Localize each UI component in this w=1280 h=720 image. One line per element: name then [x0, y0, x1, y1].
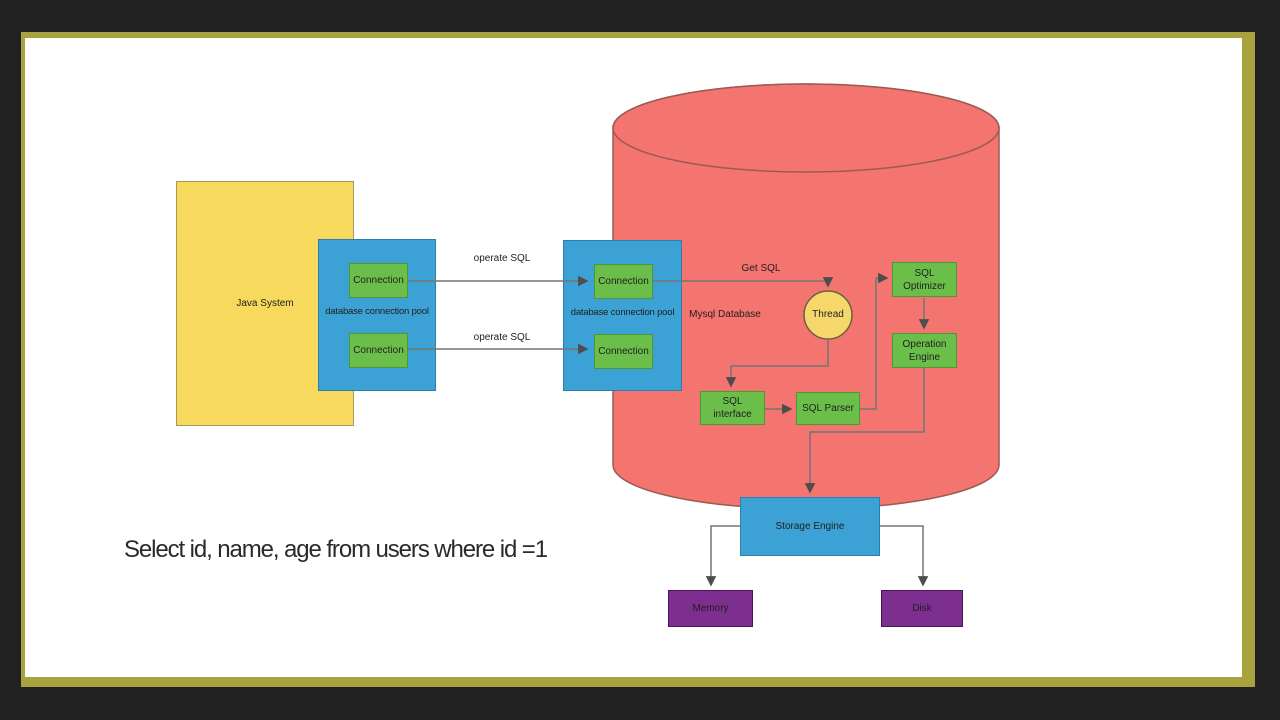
connection-box-1b: Connection — [349, 333, 408, 368]
edge-storage-to-memory — [705, 525, 740, 587]
storage-engine-box: Storage Engine — [740, 497, 880, 556]
mysql-cylinder-top — [612, 83, 1000, 173]
pool-1-label: database connection pool — [325, 306, 429, 317]
memory-box: Memory — [668, 590, 753, 627]
disk-box: Disk — [881, 590, 963, 627]
edge-operation-engine-to-storage — [804, 368, 925, 494]
connection-label: Connection — [598, 346, 649, 357]
connection-box-2b: Connection — [594, 334, 653, 369]
sql-interface-label: SQL interface — [713, 396, 752, 420]
connection-box-1a: Connection — [349, 263, 408, 298]
sql-optimizer-box: SQL Optimizer — [892, 262, 957, 297]
disk-label: Disk — [912, 603, 932, 614]
connection-label: Connection — [353, 345, 404, 356]
sql-parser-box: SQL Parser — [796, 392, 860, 425]
connection-box-2a: Connection — [594, 264, 653, 299]
edge-thread-to-sql-interface — [725, 339, 829, 388]
operation-engine-box: Operation Engine — [892, 333, 957, 368]
sql-query-text: Select id, name, age from users where id… — [124, 536, 548, 563]
operate-sql-label-top: operate SQL — [473, 253, 531, 264]
slide-frame: Java System Connection database connecti… — [21, 32, 1255, 687]
storage-engine-label: Storage Engine — [775, 521, 845, 532]
sql-interface-box: SQL interface — [700, 391, 765, 425]
memory-label: Memory — [692, 603, 729, 614]
operate-sql-label-bottom: operate SQL — [473, 332, 531, 343]
sql-optimizer-label: SQL Optimizer — [903, 267, 946, 292]
sql-parser-label: SQL Parser — [802, 403, 854, 414]
java-system-label: Java System — [236, 298, 294, 309]
diagram-canvas: Java System Connection database connecti… — [25, 38, 1242, 677]
mysql-database-label: Mysql Database — [689, 309, 761, 320]
operation-engine-label: Operation Engine — [902, 338, 947, 363]
thread-label: Thread — [812, 309, 844, 320]
connection-label: Connection — [598, 276, 649, 287]
pool-2-label: database connection pool — [570, 307, 675, 318]
edge-parser-to-optimizer — [860, 272, 889, 410]
connection-pool-1: Connection database connection pool Conn… — [318, 239, 436, 391]
get-sql-label: Get SQL — [741, 263, 781, 274]
connection-pool-2: Connection database connection pool Conn… — [563, 240, 682, 391]
edge-storage-to-disk — [880, 525, 929, 587]
connection-label: Connection — [353, 275, 404, 286]
